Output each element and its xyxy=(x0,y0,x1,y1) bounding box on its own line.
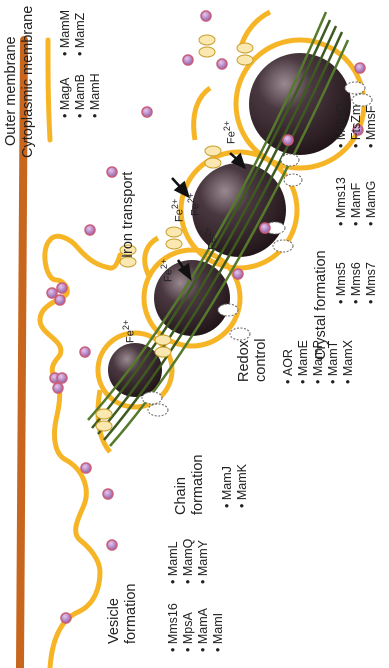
label-text: MamE xyxy=(296,340,311,384)
label-text: MamP xyxy=(311,340,326,384)
label-text: FtsZm xyxy=(349,105,364,148)
label-text: MmsF xyxy=(364,105,379,148)
label-text: MamI xyxy=(211,613,226,652)
label-text: 2+ xyxy=(222,121,232,131)
iron-transport-proteins: MagAMamM MamBMamZ MamH xyxy=(58,10,103,118)
label-text: MamL xyxy=(166,541,181,584)
label-text: Mms7 xyxy=(364,226,379,304)
chain-formation-proteins: MamJ MamK xyxy=(220,464,250,508)
vesicle-formation-proteins: Mms16MamL MpsAMamQ MamAMamY MamI xyxy=(166,539,226,652)
label-text: 2+ xyxy=(203,227,213,237)
label-text: AOR xyxy=(281,340,296,384)
redox-title-2: control xyxy=(253,338,270,382)
label-text: Outer membrane xyxy=(3,36,19,146)
redox-control-proteins: AOR MamE MamP MamT MamX xyxy=(281,340,356,384)
label-text: MamF xyxy=(349,148,364,226)
label-text: MamJ xyxy=(220,464,235,508)
label-text: MamG xyxy=(364,148,379,226)
label-text: Mms6 xyxy=(349,226,364,304)
label-text: 2+ xyxy=(121,320,131,330)
fe-label-4: Fe2+ xyxy=(184,193,204,216)
label-text: 2+ xyxy=(186,193,196,203)
fe-label-2: Fe2+ xyxy=(157,259,177,282)
label-text: Fe xyxy=(125,330,137,343)
label-text: Fe xyxy=(207,237,219,250)
label-text: Cytoplasmic membrane xyxy=(20,6,36,158)
label-text: 2+ xyxy=(170,199,180,209)
fe-label-1: Fe2+ xyxy=(119,320,139,343)
label-text: MamT xyxy=(326,340,341,384)
fe-label-5: Fe2+ xyxy=(201,227,221,250)
vesicle-formation-group: Vesicle formation xyxy=(106,584,140,644)
label-text: Iron transport xyxy=(120,172,136,258)
label-text: MpsA xyxy=(181,584,196,652)
label-text: MamK xyxy=(235,464,250,508)
chain-formation-group: Chain formation xyxy=(173,455,207,515)
cytoplasmic-membrane-label: Cytoplasmic membrane xyxy=(20,6,37,158)
label-text: Fe xyxy=(226,131,238,144)
iron-transport-label: Iron transport xyxy=(120,172,137,258)
label-text: MamY xyxy=(196,540,211,584)
label-text: MamO xyxy=(334,103,349,148)
redox-title-1: Redox xyxy=(236,338,253,382)
protein-mamm: MamM xyxy=(58,10,73,56)
label-text: Fe xyxy=(190,203,202,216)
chain-title-1: Chain xyxy=(173,455,190,515)
label-text: Mms16 xyxy=(166,584,181,652)
label-text: MamA xyxy=(196,584,211,652)
protein-mamz: MamZ xyxy=(73,13,88,56)
chain-title-2: formation xyxy=(190,455,207,515)
label-text: Mms13 xyxy=(334,148,349,226)
label-text: Mms5 xyxy=(334,226,349,304)
fe-label-6: Fe2+ xyxy=(220,121,240,144)
protein-maga: MagA xyxy=(58,56,73,118)
crystal-formation-proteins: Mms5Mms13MamO Mms6MamFFtsZm Mms7MamGMmsF xyxy=(334,103,379,304)
outer-membrane-label: Outer membrane xyxy=(3,36,20,146)
label-text: Fe xyxy=(163,269,175,282)
protein-mamb: MamB xyxy=(73,56,88,118)
label-text: MamQ xyxy=(181,539,196,584)
redox-control-group: Redox control xyxy=(236,338,270,382)
label-text: 2+ xyxy=(159,259,169,269)
vesicle-title-1: Vesicle xyxy=(106,584,123,644)
vesicle-title-2: formation xyxy=(123,584,140,644)
label-text: MamX xyxy=(341,340,356,384)
protein-mamh: MamH xyxy=(88,73,103,118)
